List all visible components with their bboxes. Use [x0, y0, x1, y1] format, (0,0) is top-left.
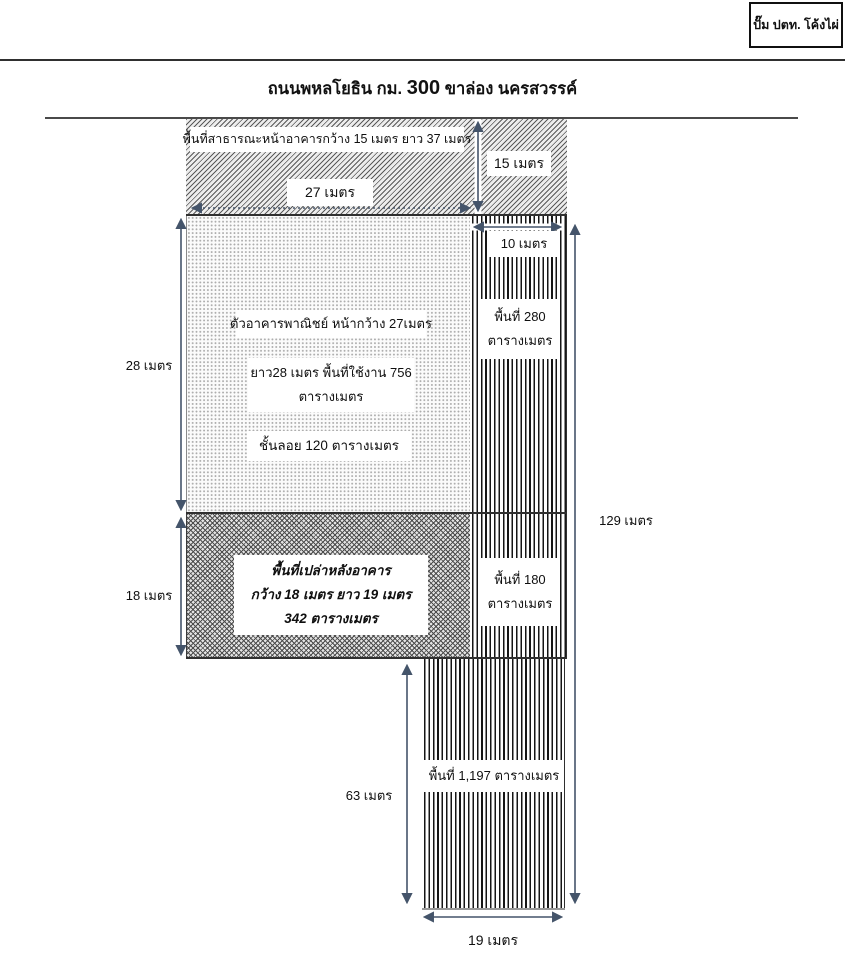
building-area-label: ยาว28 เมตร พื้นที่ใช้งาน 756 ตารางเมตร: [248, 358, 414, 412]
width-27m-label: 27 เมตร: [287, 179, 373, 206]
area-1197-label: พื้นที่ 1,197 ตารางเมตร: [424, 760, 564, 792]
station-name-box: ปั๊ม ปตท. โค้งไผ่: [749, 2, 843, 48]
title-suffix: ขาล่อง นครสวรรค์: [444, 80, 578, 98]
building-top-boundary-line: [186, 214, 567, 216]
road-edge-line: [45, 117, 798, 119]
height-63m-label: 63 เมตร: [345, 788, 393, 804]
area-180-label: พื้นที่ 180 ตารางเมตร: [481, 558, 559, 626]
side-strip-280-area: [470, 216, 567, 512]
back-area-label: พื้นที่เปล่าหลังอาคาร กว้าง 18 เมตร ยาว …: [234, 555, 428, 635]
height-18m-label: 18 เมตร: [125, 588, 173, 604]
height-28m-label: 28 เมตร: [125, 358, 173, 374]
back-area-bottom-boundary-line: [186, 657, 567, 659]
total-height-129m-label: 129 เมตร: [599, 513, 653, 529]
public-area-label: พื้นที่สาธารณะหน้าอาคารกว้าง 15 เมตร ยาว…: [183, 127, 471, 152]
title-prefix: ถนนพหลโยธิน กม.: [267, 80, 403, 98]
building-bottom-boundary-line: [186, 512, 567, 514]
depth-15m-label: 15 เมตร: [487, 151, 551, 176]
bottom-strip-end-line: [422, 908, 565, 910]
title-km-number: 300: [406, 77, 441, 99]
area-280-label: พื้นที่ 280 ตารางเมตร: [481, 299, 559, 359]
station-name-label: ปั๊ม ปตท. โค้งไผ่: [753, 18, 839, 32]
building-frontage-label: ตัวอาคารพาณิชย์ หน้ากว้าง 27เมตร: [230, 310, 432, 338]
diagram-title: ถนนพหลโยธิน กม. 300 ขาล่อง นครสวรรค์: [0, 76, 845, 102]
mezzanine-label: ชั้นลอย 120 ตารางเมตร: [247, 431, 411, 461]
width-19m-label: 19 เมตร: [467, 931, 519, 948]
header-divider-line: [0, 59, 845, 61]
width-10m-label: 10 เมตร: [489, 231, 559, 257]
